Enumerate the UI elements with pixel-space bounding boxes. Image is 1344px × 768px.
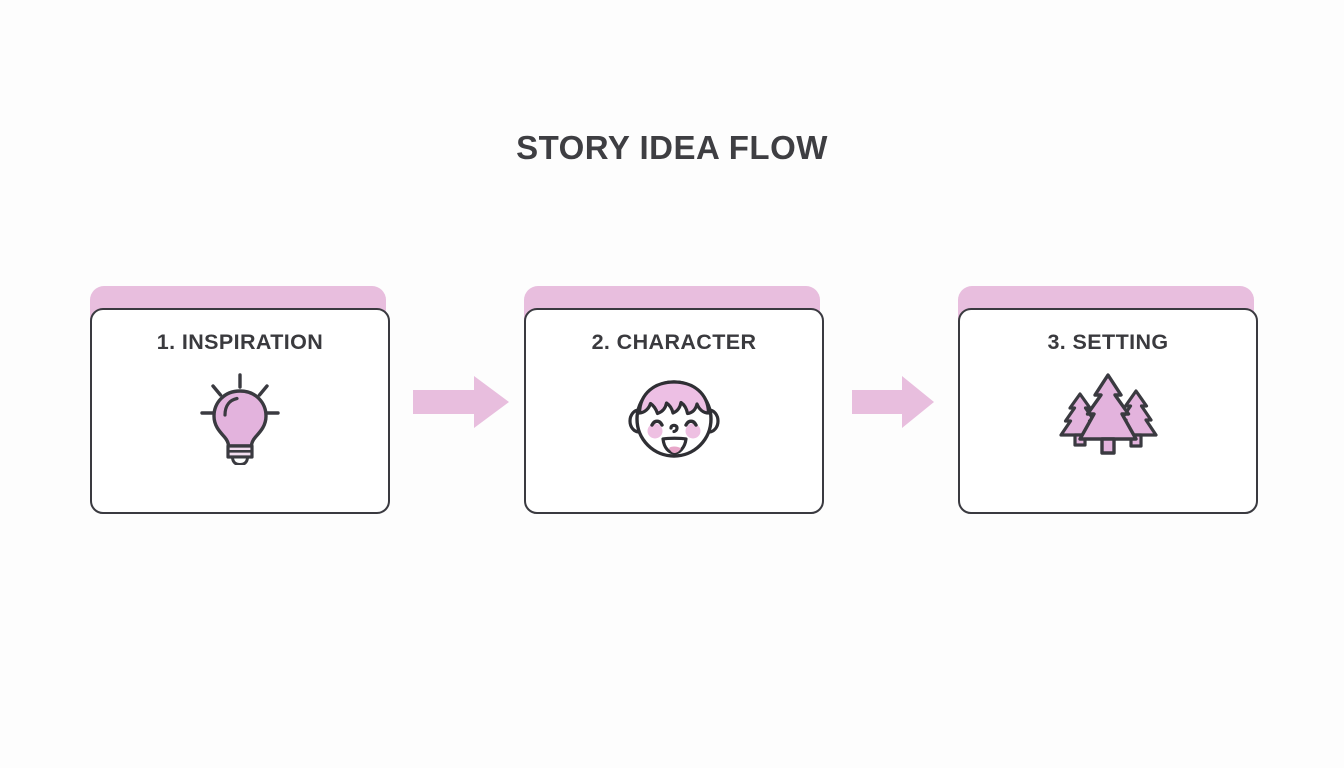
arrow-right-icon [413, 376, 509, 428]
flow-connector-2 [850, 374, 936, 430]
step-label: 1. INSPIRATION [156, 330, 324, 354]
pine-trees-icon [1059, 373, 1158, 455]
step-label: 2. CHARACTER [591, 330, 757, 354]
flow-connector-1 [411, 374, 511, 430]
card-body[interactable]: 1. INSPIRATION [90, 308, 390, 514]
flow-step-character[interactable]: 2. CHARACTER [522, 286, 826, 518]
arrow-right-icon [852, 376, 934, 428]
child-face-icon [628, 380, 720, 458]
card-body[interactable]: 2. CHARACTER [524, 308, 824, 514]
card-body[interactable]: 3. SETTING [958, 308, 1258, 514]
lightbulb-icon [200, 373, 280, 465]
flow-step-setting[interactable]: 3. SETTING [956, 286, 1260, 518]
flow-step-inspiration[interactable]: 1. INSPIRATION [88, 286, 392, 518]
page-title: STORY IDEA FLOW [516, 129, 828, 166]
step-label: 3. SETTING [1047, 330, 1169, 354]
process-flow-diagram: 1. INSPIRATION [88, 286, 1260, 518]
